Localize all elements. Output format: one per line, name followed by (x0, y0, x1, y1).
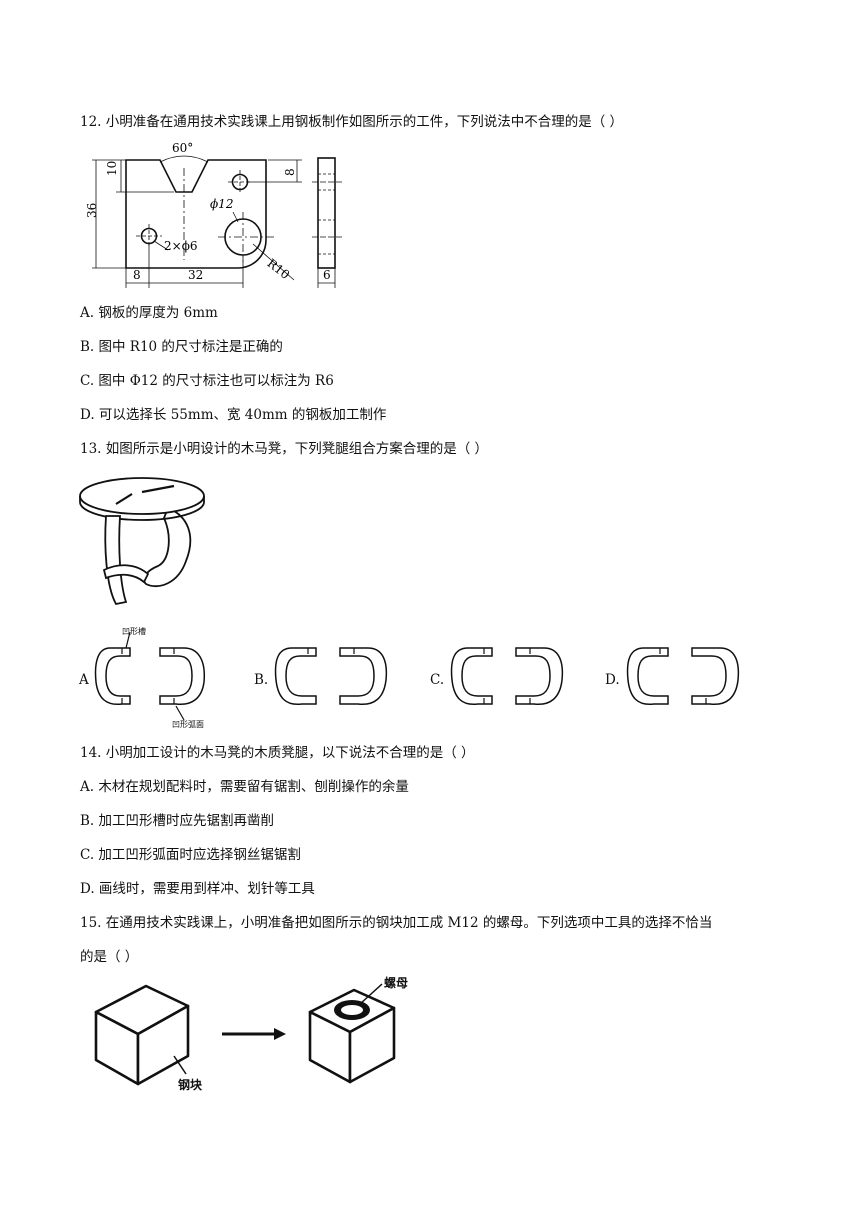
q15-nut-label: 螺母 (384, 976, 409, 990)
q13-choice-d[interactable]: D. (605, 672, 620, 688)
label-phi12: ϕ12 (210, 197, 233, 211)
q14-stem: 14. 小明加工设计的木马凳的木质凳腿，以下说法不合理的是（ ） (80, 745, 475, 761)
q12-stem: 12. 小明准备在通用技术实践课上用钢板制作如图所示的工件，下列说法中不合理的是… (80, 114, 624, 130)
q15-stem-line2: 的是（ ） (80, 949, 139, 965)
label-dim-8-top: 8 (283, 168, 297, 176)
q13-stem: 13. 如图所示是小明设计的木马凳，下列凳腿组合方案合理的是（ ） (80, 441, 489, 457)
label-dim-36: 36 (85, 203, 99, 218)
q13-choice-c-legs (450, 647, 564, 706)
label-dim-8: 8 (133, 268, 141, 282)
q13-stool-drawing (79, 477, 205, 606)
q13-choice-b[interactable]: B. (254, 672, 269, 688)
q15-stem-line1: 15. 在通用技术实践课上，小明准备把如图所示的钢块加工成 M12 的螺母。下列… (80, 915, 713, 931)
label-60deg: 60° (172, 141, 193, 155)
q14-option-c: C. 加工凹形弧面时应选择钢丝锯锯割 (80, 847, 301, 863)
q13-choice-d-legs (626, 647, 740, 706)
label-2phi6: 2×ϕ6 (164, 239, 198, 253)
q15-steel-block-drawing (94, 983, 396, 1086)
q12-option-c: C. 图中 Φ12 的尺寸标注也可以标注为 R6 (80, 373, 334, 389)
q12-option-a: A. 钢板的厚度为 6mm (80, 305, 218, 321)
label-r10: R10 (265, 256, 293, 282)
q13-arc-label: 凹形弧面 (172, 720, 204, 729)
label-dim-32: 32 (188, 268, 203, 282)
q14-option-b: B. 加工凹形槽时应先锯割再凿削 (80, 813, 275, 829)
q14-option-d: D. 画线时，需要用到样冲、划针等工具 (80, 881, 315, 897)
side-view (317, 157, 336, 269)
q13-choice-b-legs (274, 647, 388, 706)
q12-workpiece-drawing: 60° 10 36 8 ϕ12 2×ϕ6 R10 8 32 6 (85, 141, 342, 288)
q15-block-label: 钢块 (178, 1078, 203, 1092)
q13-groove-label: 凹形槽 (122, 627, 146, 636)
q14-option-a: A. 木材在规划配料时，需要留有锯割、刨削操作的余量 (80, 779, 409, 795)
label-dim-6: 6 (323, 268, 331, 282)
q12-option-d: D. 可以选择长 55mm、宽 40mm 的钢板加工制作 (80, 407, 387, 423)
q13-choice-a[interactable]: A (79, 672, 89, 688)
q13-choice-a-legs (94, 631, 206, 721)
q12-option-b: B. 图中 R10 的尺寸标注是正确的 (80, 339, 283, 355)
q13-choice-c[interactable]: C. (430, 672, 445, 688)
label-dim-10: 10 (105, 161, 119, 176)
